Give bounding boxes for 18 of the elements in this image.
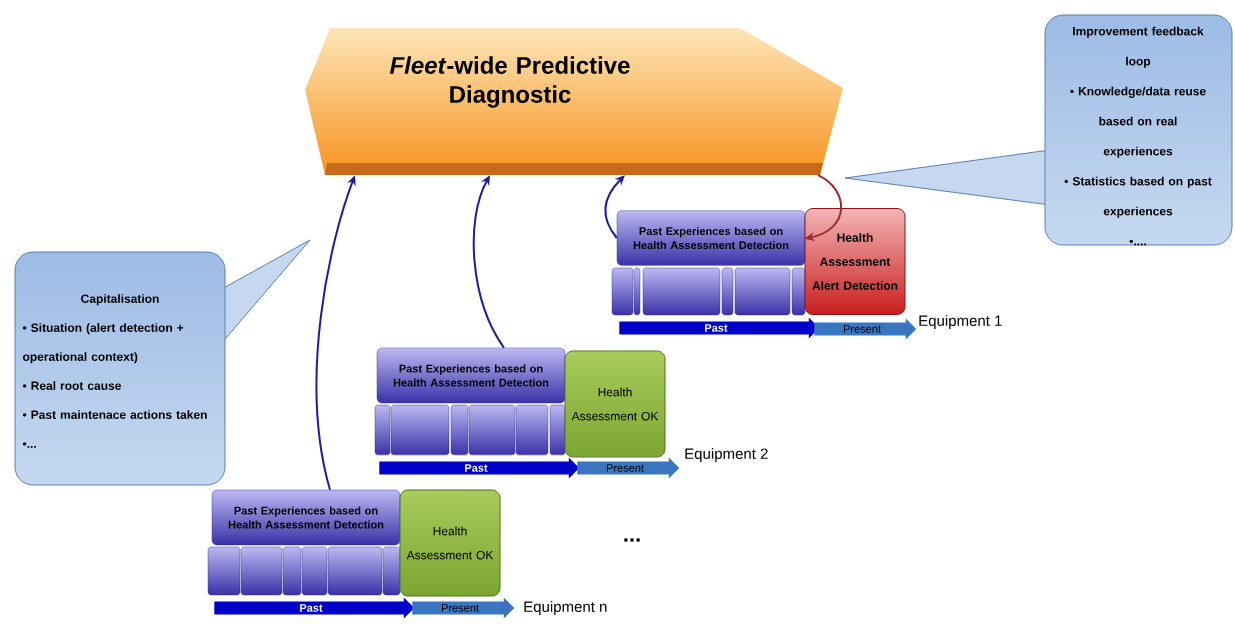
equipment-label: Equipment n (524, 601, 607, 615)
curved-arrow (604, 175, 625, 239)
status-box: Health Assessment Alert Detection (804, 208, 906, 315)
timeline-bar: Present (577, 457, 680, 479)
equipment-label: Equipment 2 (685, 448, 768, 462)
status-box: Health Assessment OK (399, 489, 501, 597)
ellipsis-label: ... (624, 538, 640, 542)
timeline-bar: Past (214, 597, 415, 619)
timeline-bar: Past (619, 317, 820, 339)
timeline-bar: Present (412, 597, 515, 619)
equipment-label: Equipment 1 (919, 315, 1002, 329)
banner: Fleet-wide Predictive Diagnostic (325, 56, 823, 175)
timeline-bar: Present (814, 318, 917, 340)
status-box: Health Assessment OK (564, 350, 666, 458)
timeline-bar: Past (379, 457, 580, 479)
callout-bubble: Capitalisation • Situation (alert detection + operational context) • Real root cause • Past maintenace actions taken •... (14, 239, 311, 486)
experience-box: Past Experiences based on Health Assessment Detection (616, 210, 806, 266)
node-label: Fleet-wide Predictive Diagnostic (389, 56, 630, 108)
